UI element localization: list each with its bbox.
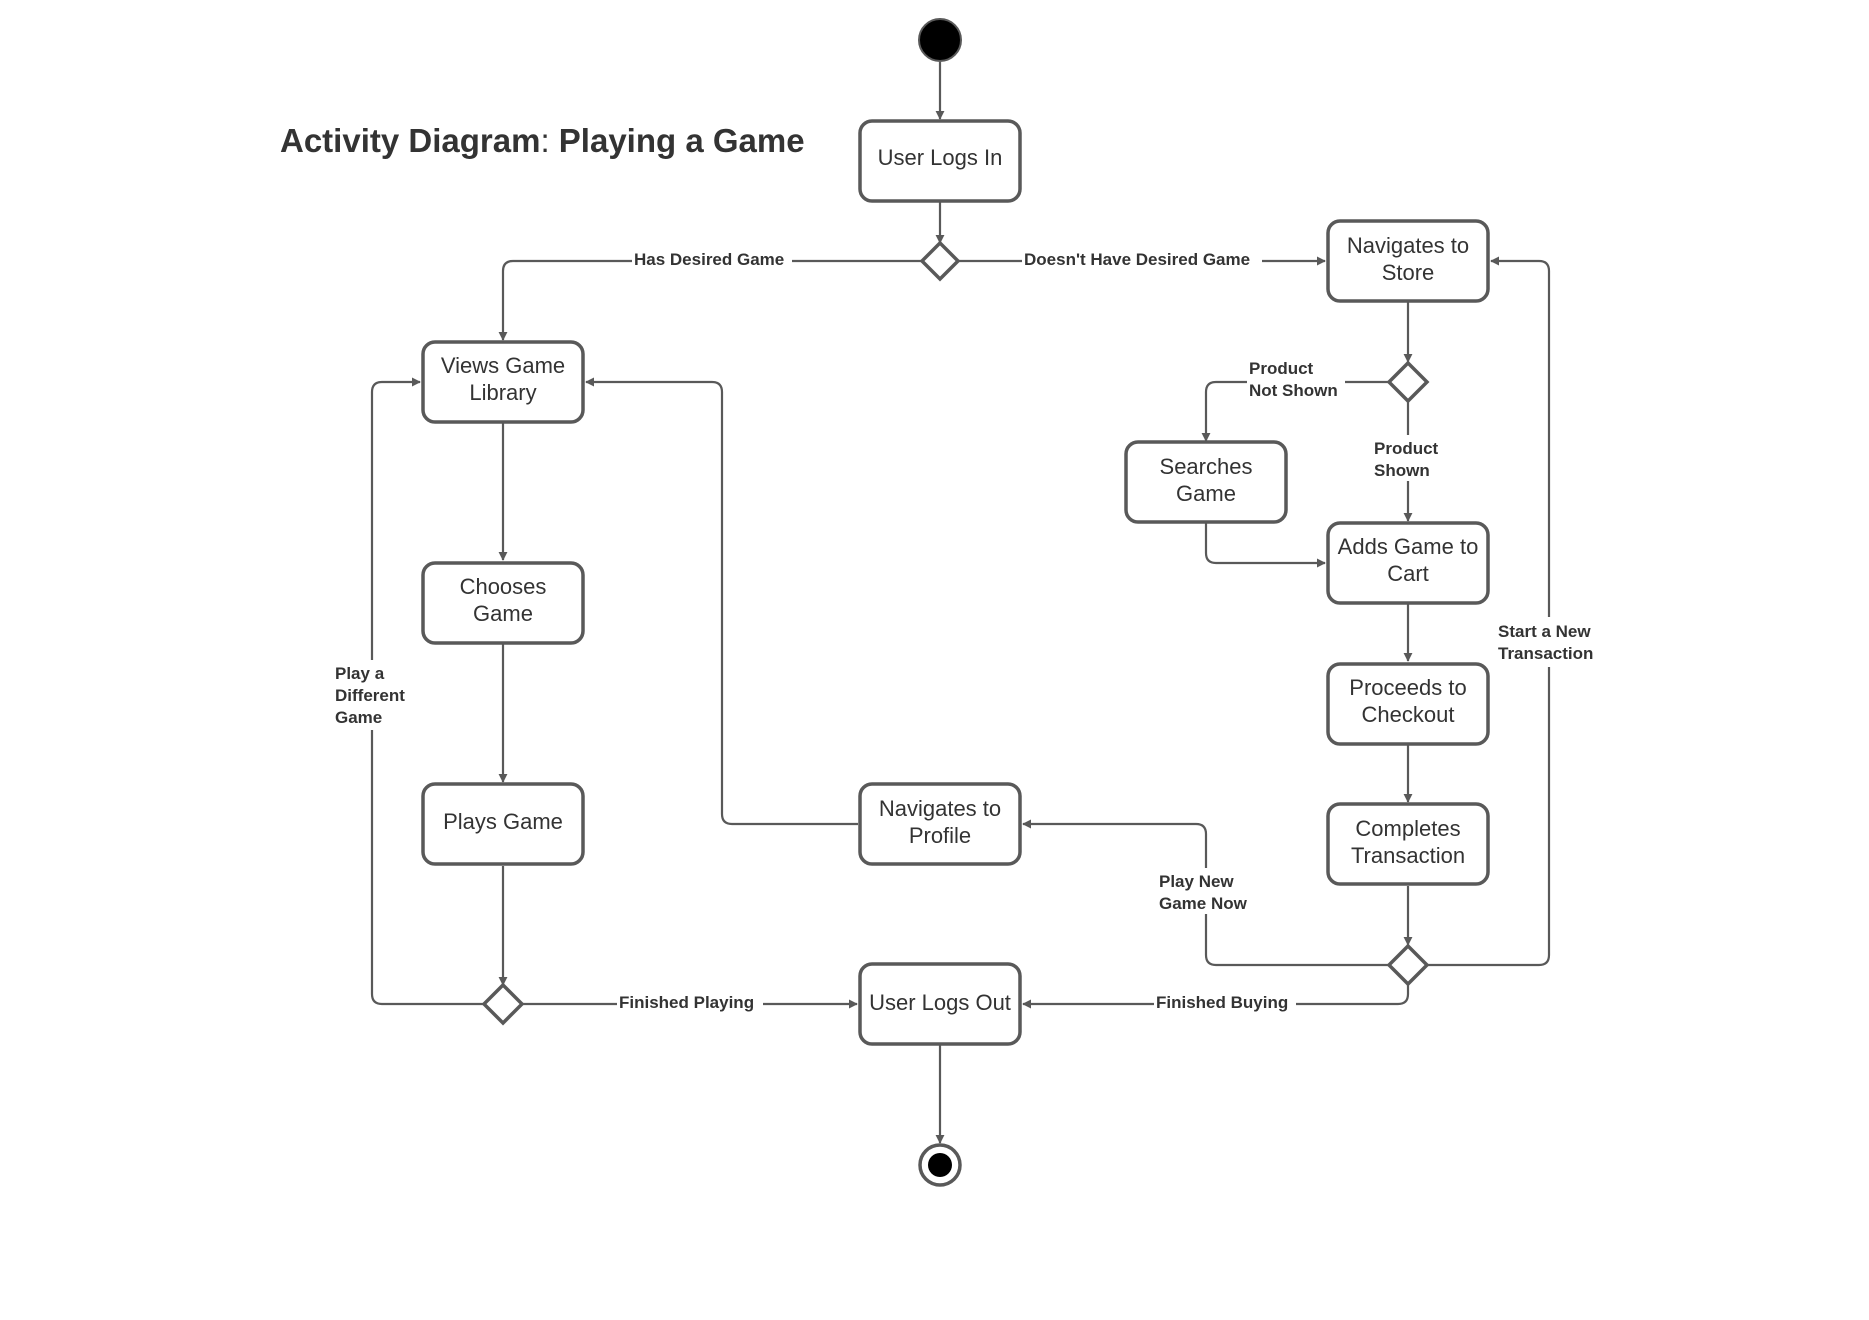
svg-text:User Logs Out: User Logs Out xyxy=(869,990,1011,1015)
edge-start-new-transaction xyxy=(1427,256,1551,967)
svg-text:User Logs In: User Logs In xyxy=(878,145,1003,170)
decision-product-shown xyxy=(1386,360,1430,404)
edge-finished-buying xyxy=(1022,984,1410,1009)
final-node xyxy=(918,1143,962,1187)
decision-after-transaction xyxy=(1386,943,1430,987)
edge-profile-to-library xyxy=(585,377,858,826)
node-user-logs-in: User Logs In xyxy=(858,119,1022,203)
label-finished-buying: Finished Buying xyxy=(1154,991,1296,1015)
decision-has-game xyxy=(919,240,961,282)
label-finished-playing: Finished Playing xyxy=(617,991,763,1015)
svg-text:Doesn't Have Desired Game: Doesn't Have Desired Game xyxy=(1024,250,1250,269)
initial-node xyxy=(918,18,962,62)
edge-product-not-shown xyxy=(1201,380,1389,442)
diagram-title: Activity Diagram: Playing a Game xyxy=(280,122,805,159)
edge-has-desired-game xyxy=(498,259,921,341)
node-plays-game: Plays Game xyxy=(421,782,585,866)
edge-search-to-cart xyxy=(1204,522,1326,568)
svg-text:Has Desired Game: Has Desired Game xyxy=(634,250,784,269)
svg-text:Finished Buying: Finished Buying xyxy=(1156,993,1288,1012)
label-has-desired-game: Has Desired Game xyxy=(632,248,792,272)
node-user-logs-out: User Logs Out xyxy=(858,962,1022,1046)
svg-text:Finished Playing: Finished Playing xyxy=(619,993,754,1012)
decision-after-playing xyxy=(481,982,525,1026)
svg-text:Plays Game: Plays Game xyxy=(443,809,563,834)
label-doesnt-have-desired-game: Doesn't Have Desired Game xyxy=(1022,248,1262,272)
